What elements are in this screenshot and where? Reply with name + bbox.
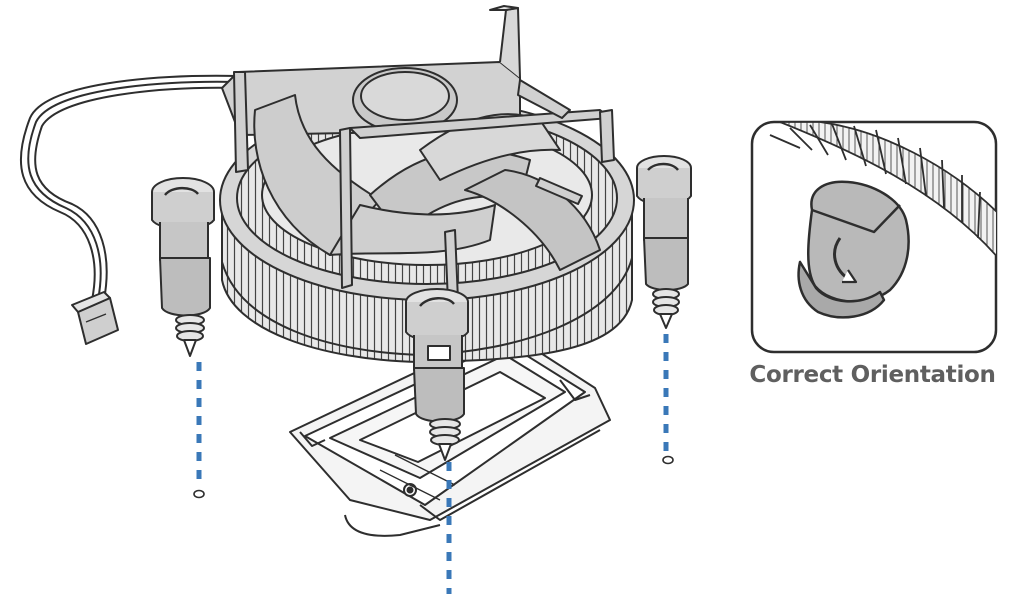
guide-line-right	[662, 334, 674, 465]
push-pin-front	[405, 288, 469, 461]
orientation-callout	[750, 120, 998, 354]
callout-caption: Correct Orientation	[749, 362, 996, 388]
guide-line-left	[193, 362, 205, 499]
push-pin-orientation-detail	[797, 180, 910, 319]
fan-cable	[19, 74, 241, 301]
push-pin-right	[636, 155, 692, 329]
fan-connector	[71, 291, 119, 345]
fan-assembly	[221, 5, 615, 303]
push-pin-left	[151, 177, 215, 357]
